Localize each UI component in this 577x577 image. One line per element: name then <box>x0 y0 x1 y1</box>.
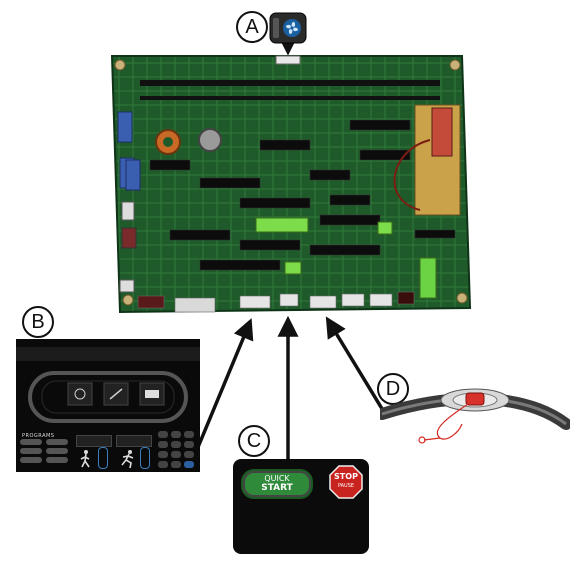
quick-start-label-line2: START <box>261 483 293 493</box>
keypad-key[interactable] <box>158 451 168 458</box>
quick-start-label-line1: QUICK <box>264 474 290 483</box>
callout-c: C <box>238 425 270 457</box>
callout-d: D <box>377 373 409 405</box>
stop-key-button <box>465 392 485 406</box>
arrow-b <box>194 318 254 453</box>
start-stop-panel: QUICK START STOP PAUSE <box>233 459 369 554</box>
quick-start-button[interactable]: QUICK START <box>241 469 313 499</box>
speed-window-left <box>76 435 112 447</box>
incline-icon <box>109 388 123 400</box>
fan-icon <box>283 19 301 37</box>
keypad-key[interactable] <box>171 441 181 448</box>
keypad-key[interactable] <box>171 431 181 438</box>
timer-icon <box>74 388 86 400</box>
keypad-enter-key[interactable] <box>184 461 194 468</box>
numeric-keypad <box>158 431 198 469</box>
program-button[interactable] <box>20 457 42 463</box>
console-b: PROGRAMS <box>16 339 200 472</box>
walker-icon <box>80 450 90 468</box>
stop-button[interactable] <box>329 465 363 499</box>
speed-window-right <box>116 435 152 447</box>
program-button[interactable] <box>20 439 42 445</box>
keypad-key[interactable] <box>171 461 181 468</box>
pause-label: PAUSE <box>337 483 355 489</box>
keypad-key[interactable] <box>184 431 194 438</box>
display-icon <box>145 390 159 398</box>
keypad-key[interactable] <box>184 451 194 458</box>
keypad-key[interactable] <box>171 451 181 458</box>
keypad-key[interactable] <box>158 441 168 448</box>
callout-b: B <box>22 306 54 338</box>
fan-keypad <box>269 12 307 44</box>
callout-a: A <box>236 11 268 43</box>
keypad-key[interactable] <box>184 441 194 448</box>
handlebar-stop-assembly <box>380 388 570 444</box>
track-display <box>28 371 188 423</box>
program-button[interactable] <box>46 448 68 454</box>
keypad-key[interactable] <box>158 461 168 468</box>
stop-label: STOP <box>334 472 358 481</box>
program-button[interactable] <box>20 448 42 454</box>
console-display-bar <box>16 347 200 361</box>
programs-label: PROGRAMS <box>22 433 55 439</box>
speed-updown-button[interactable] <box>140 447 150 469</box>
arrow-d <box>325 316 386 413</box>
keypad-key[interactable] <box>158 431 168 438</box>
program-buttons <box>20 439 70 469</box>
program-button[interactable] <box>46 457 68 463</box>
incline-updown-button[interactable] <box>98 447 108 469</box>
runner-icon <box>121 450 134 469</box>
program-button[interactable] <box>46 439 68 445</box>
